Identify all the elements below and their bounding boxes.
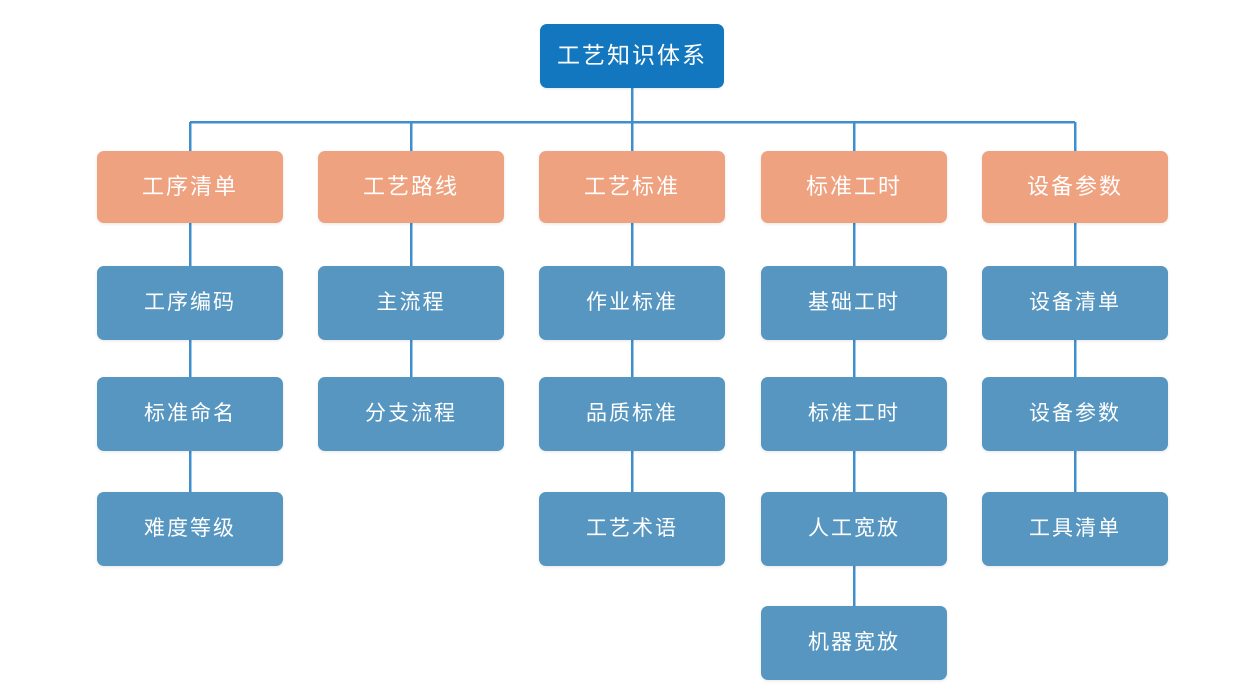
leaf-node-4-4-label: 机器宽放 [808,631,900,655]
leaf-node-1-2-label: 标准命名 [144,402,236,426]
leaf-node-2-2[interactable]: 分支流程 [318,377,504,451]
category-node-5[interactable]: 设备参数 [982,151,1168,223]
leaf-node-3-2-label: 品质标准 [586,402,678,426]
leaf-node-5-2[interactable]: 设备参数 [982,377,1168,451]
leaf-node-5-1[interactable]: 设备清单 [982,266,1168,340]
leaf-node-4-2[interactable]: 标准工时 [761,377,947,451]
category-node-2-label: 工艺路线 [362,173,459,199]
leaf-node-1-2[interactable]: 标准命名 [97,377,283,451]
category-node-1[interactable]: 工序清单 [97,151,283,223]
category-node-4-label: 标准工时 [805,173,902,199]
leaf-node-3-1-label: 作业标准 [586,291,678,315]
leaf-node-5-1-label: 设备清单 [1029,291,1121,315]
leaf-node-4-3[interactable]: 人工宽放 [761,492,947,566]
leaf-node-1-3-label: 难度等级 [144,517,236,541]
leaf-node-4-2-label: 标准工时 [808,402,900,426]
leaf-node-2-1-label: 主流程 [376,291,446,315]
leaf-node-5-2-label: 设备参数 [1029,402,1121,426]
leaf-node-2-2-label: 分支流程 [365,402,457,426]
leaf-node-2-1[interactable]: 主流程 [318,266,504,340]
root-node-label: 工艺知识体系 [557,42,707,69]
leaf-node-4-4[interactable]: 机器宽放 [761,606,947,680]
category-node-4[interactable]: 标准工时 [761,151,947,223]
leaf-node-5-3[interactable]: 工具清单 [982,492,1168,566]
category-node-3[interactable]: 工艺标准 [539,151,725,223]
category-node-1-label: 工序清单 [141,173,238,199]
category-node-5-label: 设备参数 [1026,173,1123,199]
category-node-3-label: 工艺标准 [583,173,680,199]
leaf-node-3-3[interactable]: 工艺术语 [539,492,725,566]
category-node-2[interactable]: 工艺路线 [318,151,504,223]
leaf-node-3-1[interactable]: 作业标准 [539,266,725,340]
leaf-node-5-3-label: 工具清单 [1029,517,1121,541]
root-node[interactable]: 工艺知识体系 [540,24,724,88]
leaf-node-1-1-label: 工序编码 [144,291,236,315]
leaf-node-3-3-label: 工艺术语 [586,517,678,541]
leaf-node-4-1-label: 基础工时 [808,291,900,315]
leaf-node-4-1[interactable]: 基础工时 [761,266,947,340]
leaf-node-4-3-label: 人工宽放 [808,517,900,541]
leaf-node-1-1[interactable]: 工序编码 [97,266,283,340]
leaf-node-1-3[interactable]: 难度等级 [97,492,283,566]
leaf-node-3-2[interactable]: 品质标准 [539,377,725,451]
